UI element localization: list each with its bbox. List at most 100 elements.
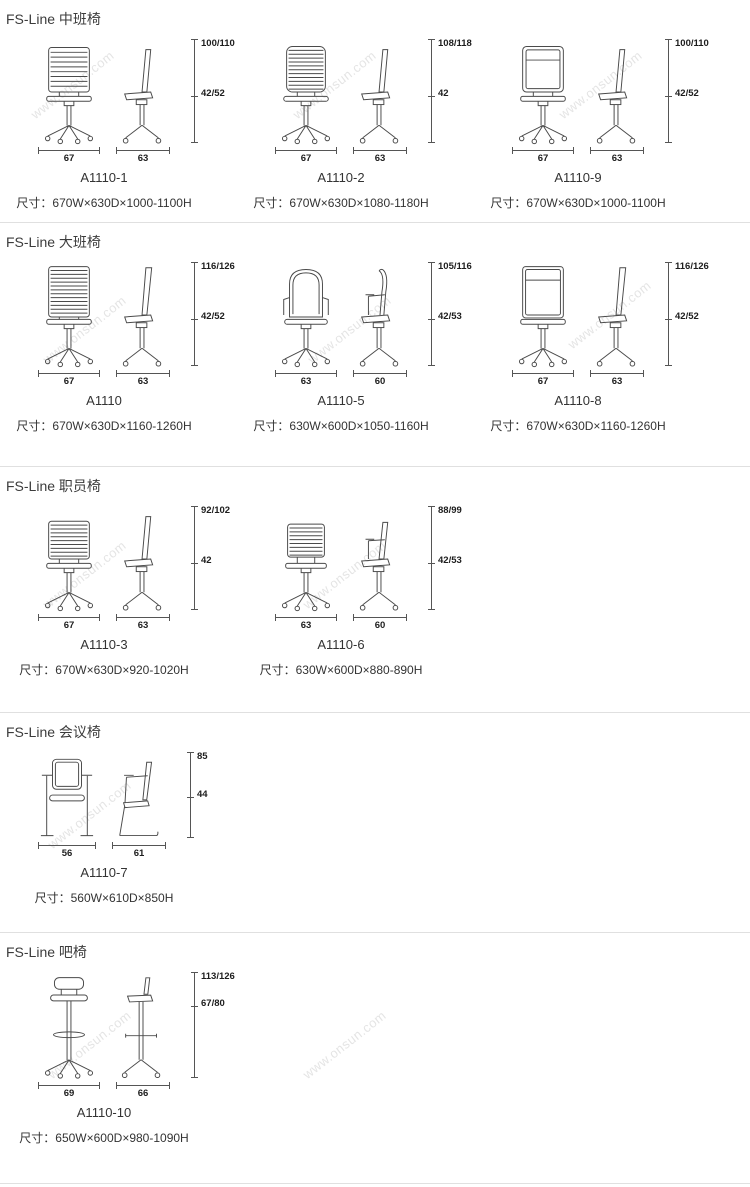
width-dimension: 67 (512, 146, 574, 164)
model-label: A1110-8 (554, 393, 602, 408)
width-dimension: 67 (512, 369, 574, 387)
height-dimension: 100/110 42/52 (665, 39, 714, 143)
chair-side-view (116, 508, 170, 612)
depth-dimension: 63 (116, 369, 170, 387)
chair-side-view (116, 264, 170, 368)
depth-dimension: 60 (353, 369, 407, 387)
section-title: FS-Line 大班椅 (6, 234, 101, 250)
size-label: 尺寸：560W×610D×850H (34, 891, 174, 905)
chair-front-view (275, 41, 337, 145)
chair-side-view (116, 974, 170, 1080)
product-card: 67 63 92/102 42 A1110-3 尺寸：670W×630D×920… (19, 506, 267, 678)
size-label: 尺寸：630W×600D×1050-1160H (253, 419, 429, 433)
chair-front-view (38, 264, 100, 368)
product-card: 56 61 85 44 A1110-7 尺寸：560W×610D×850H (30, 752, 267, 906)
section-divider (0, 466, 750, 467)
product-card: 67 63 108/118 42 A1110-2 尺寸：670W×630D×10… (253, 39, 504, 211)
product-card: 69 66 113/126 67/80 A1110-10 尺寸：650W×600… (19, 972, 267, 1146)
width-dimension: 67 (38, 613, 100, 631)
chair-front-view (512, 41, 574, 145)
section-divider (0, 932, 750, 933)
chair-front-view (38, 41, 100, 145)
chair-front-view (512, 264, 574, 368)
product-row: 67 63 100/110 42/52 A1110-1 尺寸：670W×630D… (0, 39, 750, 211)
size-label: 尺寸：630W×600D×880-890H (259, 663, 423, 677)
width-dimension: 67 (38, 369, 100, 387)
chair-front-view (275, 508, 337, 612)
chair-side-view (116, 41, 170, 145)
product-card: 63 60 105/116 42/53 A1110-5 尺寸：630W×600D… (253, 262, 504, 434)
height-dimension: 92/102 42 (191, 506, 240, 610)
section-title: FS-Line 中班椅 (6, 11, 101, 27)
section-title: FS-Line 职员椅 (6, 478, 101, 494)
depth-dimension: 63 (590, 146, 644, 164)
depth-dimension: 60 (353, 613, 407, 631)
section-highback-chairs: FS-Line 大班椅 67 63 116/126 42/52 (0, 223, 750, 466)
width-dimension: 69 (38, 1081, 100, 1099)
height-dimension: 108/118 42 (428, 39, 477, 143)
depth-dimension: 63 (353, 146, 407, 164)
model-label: A1110-10 (76, 1105, 132, 1120)
height-dimension: 85 44 (187, 752, 236, 838)
model-label: A1110-7 (80, 865, 128, 880)
chair-side-view (353, 41, 407, 145)
model-label: A1110-6 (317, 637, 365, 652)
height-dimension: 116/126 42/52 (665, 262, 714, 366)
depth-dimension: 63 (116, 613, 170, 631)
product-row: 67 63 116/126 42/52 A1110 尺寸：670W×630D×1… (0, 262, 750, 434)
height-dimension: 116/126 42/52 (191, 262, 240, 366)
product-card: 63 60 88/99 42/53 A1110-6 尺寸：630W×600D×8… (260, 506, 504, 678)
model-label: A1110-2 (317, 170, 365, 185)
product-card: 67 63 100/110 42/52 A1110-1 尺寸：670W×630D… (16, 39, 267, 211)
product-card: 67 63 100/110 42/52 A1110-9 尺寸：670W×630D… (490, 39, 741, 211)
size-label: 尺寸：670W×630D×1160-1260H (16, 419, 192, 433)
size-label: 尺寸：670W×630D×1080-1180H (253, 196, 429, 210)
size-label: 尺寸：670W×630D×1160-1260H (490, 419, 666, 433)
chair-side-view (353, 264, 407, 368)
chair-front-view (275, 264, 337, 368)
chair-side-view (119, 761, 159, 836)
chair-side-view (590, 41, 644, 145)
section-midback-chairs: FS-Line 中班椅 67 63 100/110 42/52 (0, 0, 750, 222)
model-label: A1110 (86, 393, 122, 408)
chair-side-view (590, 264, 644, 368)
product-row: 56 61 85 44 A1110-7 尺寸：560W×610D×850H (0, 752, 750, 906)
section-divider (0, 712, 750, 713)
size-label: 尺寸：670W×630D×920-1020H (19, 663, 189, 677)
height-dimension: 100/110 42/52 (191, 39, 240, 143)
model-label: A1110-3 (80, 637, 128, 652)
height-dimension: 88/99 42/53 (428, 506, 477, 610)
section-conference-chairs: FS-Line 会议椅 56 61 85 44 (0, 713, 750, 932)
chair-front-view (38, 974, 100, 1080)
depth-dimension: 66 (116, 1081, 170, 1099)
depth-dimension: 61 (112, 841, 166, 859)
model-label: A1110-5 (317, 393, 365, 408)
product-card: 67 63 116/126 42/52 A1110 尺寸：670W×630D×1… (16, 262, 267, 434)
size-label: 尺寸：670W×630D×1000-1100H (490, 196, 666, 210)
section-divider (0, 1183, 750, 1184)
chair-front-view (40, 758, 94, 836)
section-staff-chairs: FS-Line 职员椅 67 63 92/102 42 (0, 467, 750, 712)
product-row: 69 66 113/126 67/80 A1110-10 尺寸：650W×600… (0, 972, 750, 1146)
size-label: 尺寸：670W×630D×1000-1100H (16, 196, 192, 210)
width-dimension: 67 (275, 146, 337, 164)
depth-dimension: 63 (116, 146, 170, 164)
product-row: 67 63 92/102 42 A1110-3 尺寸：670W×630D×920… (0, 506, 750, 678)
height-dimension: 105/116 42/53 (428, 262, 477, 366)
section-title: FS-Line 会议椅 (6, 724, 101, 740)
width-dimension: 63 (275, 369, 337, 387)
width-dimension: 56 (38, 841, 96, 859)
model-label: A1110-1 (80, 170, 128, 185)
section-title: FS-Line 吧椅 (6, 944, 87, 960)
size-label: 尺寸：650W×600D×980-1090H (19, 1131, 189, 1145)
chair-front-view (38, 508, 100, 612)
section-divider (0, 222, 750, 223)
depth-dimension: 63 (590, 369, 644, 387)
width-dimension: 63 (275, 613, 337, 631)
width-dimension: 67 (38, 146, 100, 164)
chair-side-view (353, 508, 407, 612)
height-dimension: 113/126 67/80 (191, 972, 240, 1078)
product-card: 67 63 116/126 42/52 A1110-8 尺寸：670W×630D… (490, 262, 741, 434)
section-bar-stools: FS-Line 吧椅 69 66 113/126 67/80 (0, 933, 750, 1183)
